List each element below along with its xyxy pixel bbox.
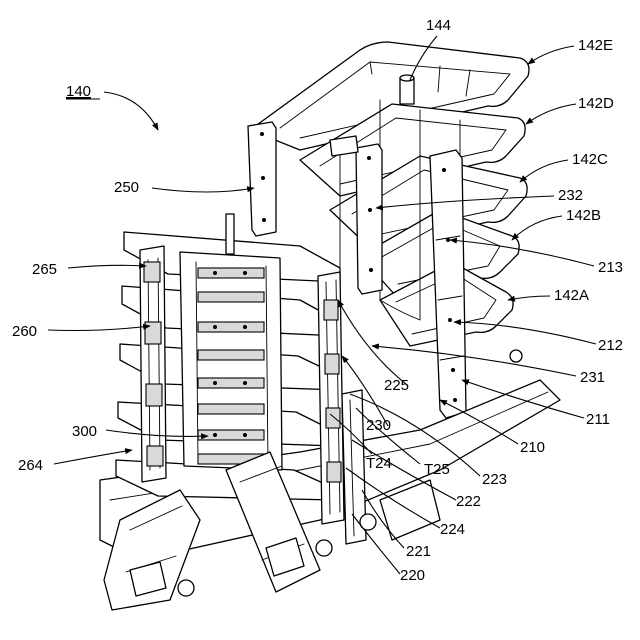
label-T25: T25: [424, 461, 450, 478]
label-223: 223: [482, 471, 507, 488]
label-232: 232: [558, 187, 583, 204]
label-144: 144: [426, 17, 451, 34]
label-265: 265: [32, 261, 57, 278]
label-224: 224: [440, 521, 465, 538]
label-231: 231: [580, 369, 605, 386]
label-T24: T24: [366, 455, 392, 472]
label-142B: 142B: [566, 207, 601, 224]
label-211: 211: [586, 411, 610, 428]
label-142D: 142D: [578, 95, 614, 112]
label-140: 140: [66, 83, 91, 100]
label-142A: 142A: [554, 287, 589, 304]
label-300: 300: [72, 423, 97, 440]
label-222: 222: [456, 493, 481, 510]
label-225: 225: [384, 377, 409, 394]
label-210: 210: [520, 439, 545, 456]
label-142E: 142E: [578, 37, 613, 54]
label-213: 213: [598, 259, 623, 276]
label-264: 264: [18, 457, 43, 474]
label-221: 221: [406, 543, 431, 560]
label-260: 260: [12, 323, 37, 340]
label-230: 230: [366, 417, 391, 434]
label-250: 250: [114, 179, 139, 196]
label-212: 212: [598, 337, 623, 354]
label-220: 220: [400, 567, 425, 584]
label-142C: 142C: [572, 151, 608, 168]
